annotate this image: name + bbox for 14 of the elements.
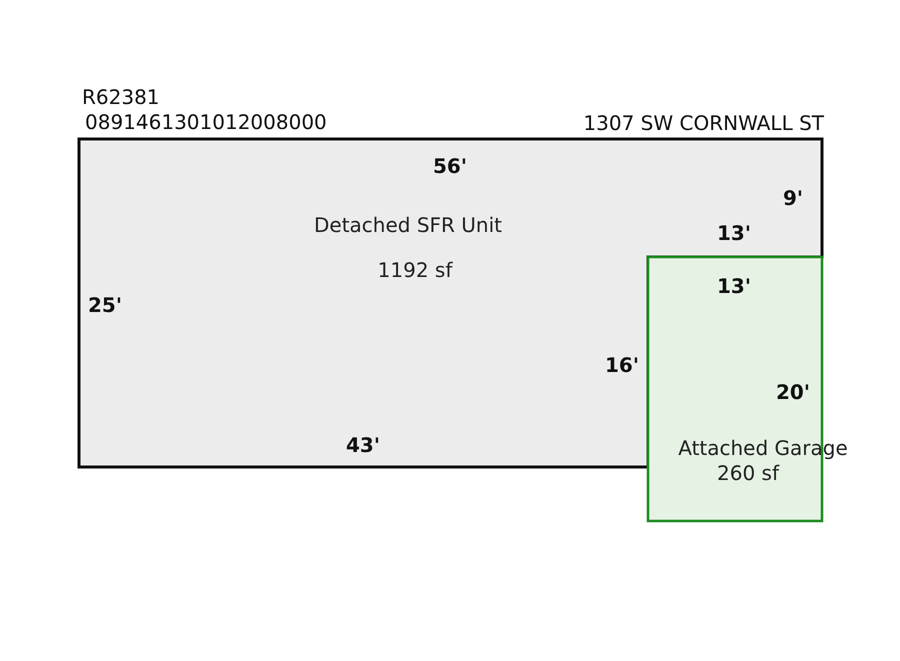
street-address: 1307 SW CORNWALL ST xyxy=(583,113,824,133)
dimension-label: 13' xyxy=(717,223,751,243)
dimension-label: 20' xyxy=(776,382,810,402)
area-size: 1192 sf xyxy=(378,260,452,280)
dimension-label: 43' xyxy=(346,435,380,455)
area-size: 260 sf xyxy=(717,463,779,483)
dimension-label: 13' xyxy=(717,276,751,296)
account-number: 0891461301012008000 xyxy=(85,112,327,132)
dimension-label: 25' xyxy=(88,295,122,315)
dimension-label: 9' xyxy=(782,188,804,208)
area-name: Detached SFR Unit xyxy=(314,215,502,235)
parcel-id: R62381 xyxy=(82,87,160,107)
dimension-label: 56' xyxy=(433,156,467,176)
dimension-label: 16' xyxy=(605,355,639,375)
